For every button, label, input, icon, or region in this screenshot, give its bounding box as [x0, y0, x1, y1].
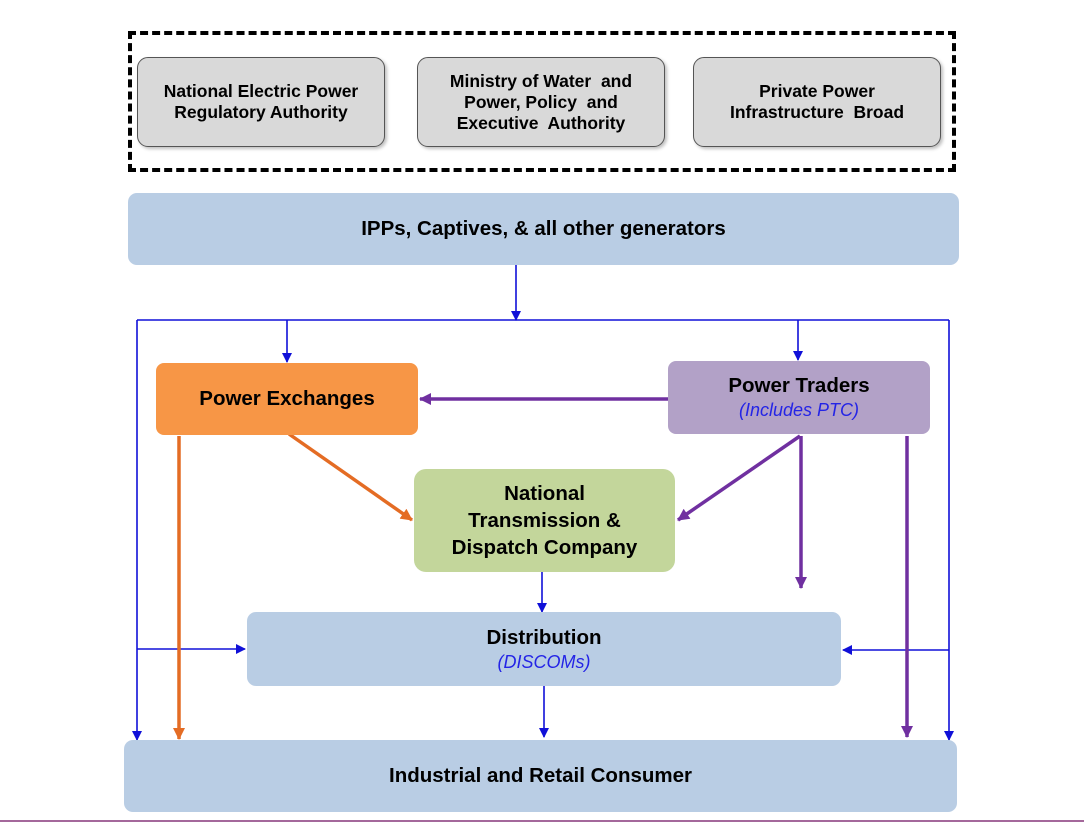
ppib-box: Private Power Infrastructure Broad	[693, 57, 941, 147]
ntdc-line-2: Transmission &	[468, 509, 621, 532]
arrow-exchanges-to-ntdc	[287, 432, 414, 522]
generators-label: IPPs, Captives, & all other generators	[361, 217, 726, 240]
ppib-line-1: Private Power	[759, 81, 875, 101]
nepra-line-2: Regulatory Authority	[174, 102, 348, 122]
power-traders-box: Power Traders (Includes PTC)	[668, 361, 930, 434]
consumer-label: Industrial and Retail Consumer	[389, 764, 692, 787]
power-traders-label: Power Traders	[728, 374, 870, 397]
nepra-line-1: National Electric Power	[163, 81, 359, 101]
distribution-box: Distribution (DISCOMs)	[247, 612, 841, 686]
power-traders-note: (Includes PTC)	[738, 400, 860, 420]
nepra-box: National Electric Power Regulatory Autho…	[137, 57, 385, 147]
regulators-frame	[128, 31, 956, 172]
generators-box: IPPs, Captives, & all other generators	[128, 193, 959, 265]
ntdc-box: National Transmission & Dispatch Company	[414, 469, 675, 572]
distribution-label: Distribution	[486, 625, 602, 649]
arrow-traders-to-ntdc	[677, 434, 801, 522]
power-exchanges-label: Power Exchanges	[199, 387, 375, 410]
distribution-note: (DISCOMs)	[497, 651, 591, 672]
footer-divider	[0, 820, 1084, 822]
ministry-line-2: Power, Policy and	[464, 91, 618, 112]
ppib-line-2: Infrastructure Broad	[729, 102, 905, 122]
ntdc-line-3: Dispatch Company	[451, 536, 638, 559]
power-exchanges-box: Power Exchanges	[156, 363, 418, 435]
consumer-box: Industrial and Retail Consumer	[124, 740, 957, 812]
ministry-line-1: Ministry of Water and	[449, 70, 633, 91]
ministry-line-3: Executive Authority	[456, 112, 626, 133]
ntdc-line-1: National	[504, 482, 585, 505]
ministry-box: Ministry of Water and Power, Policy and …	[417, 57, 665, 147]
